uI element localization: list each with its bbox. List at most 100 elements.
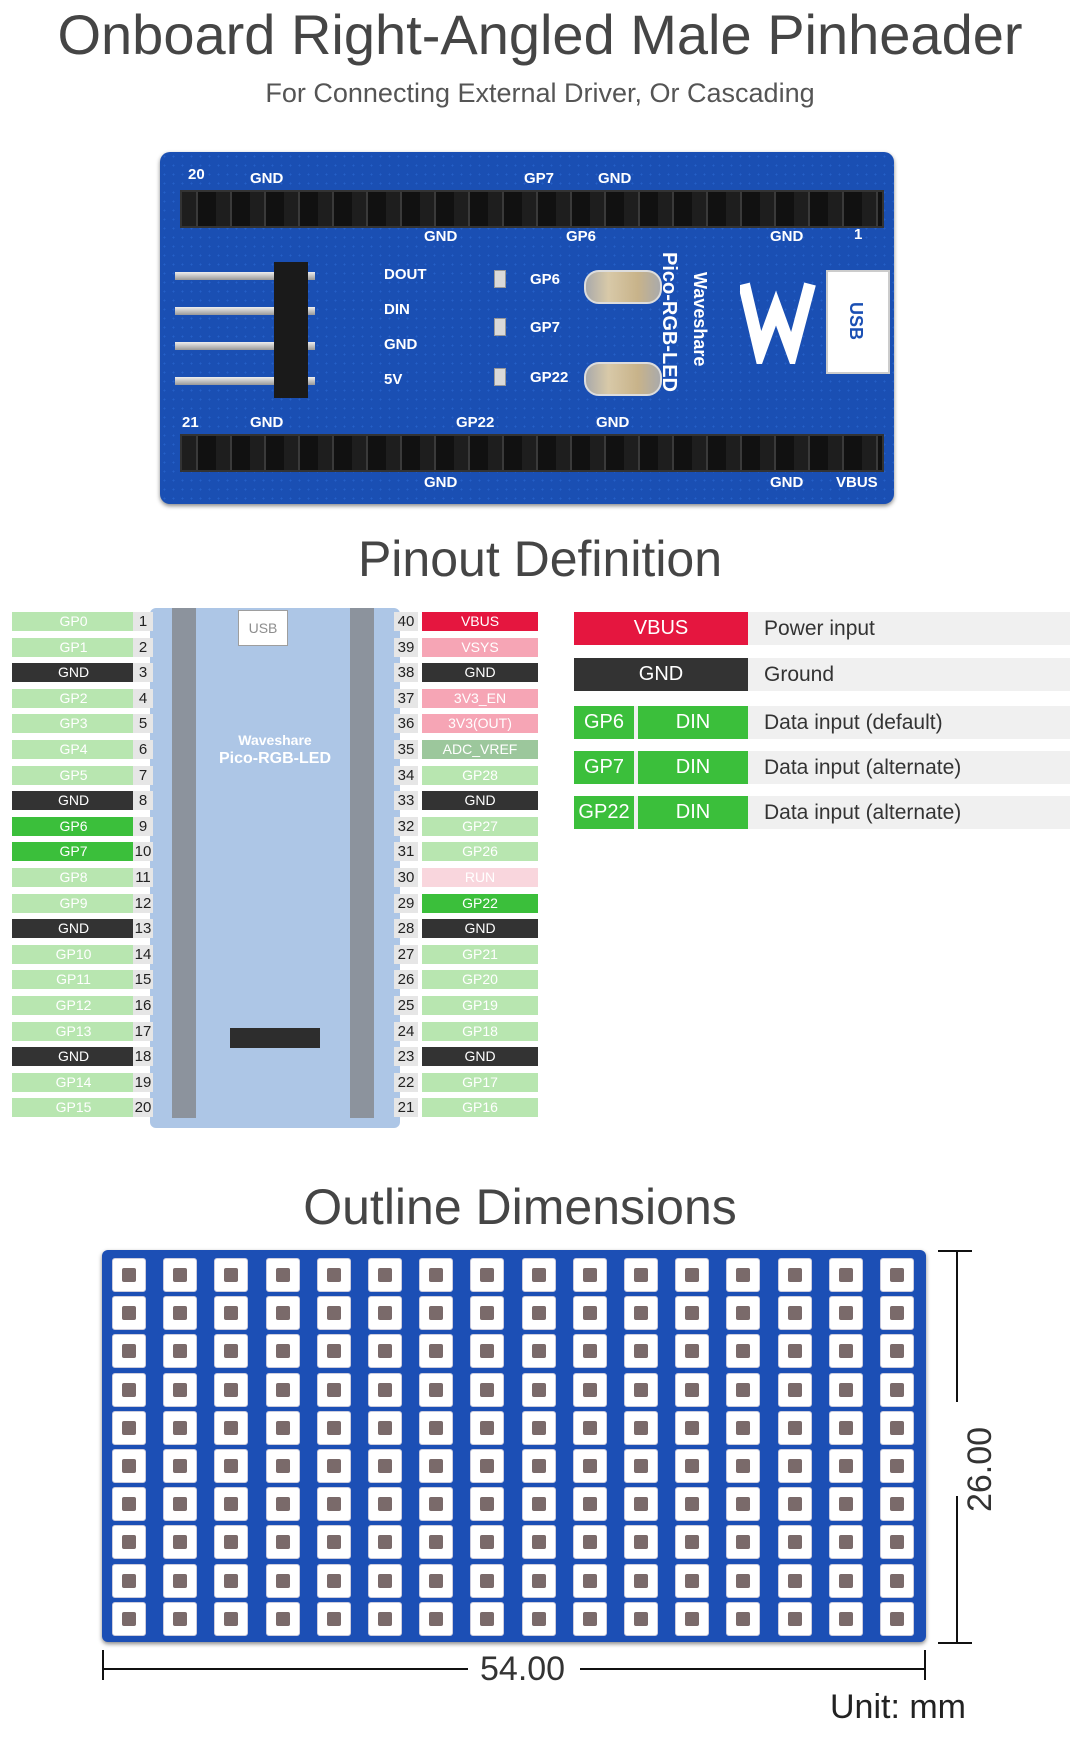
rgb-led (573, 1525, 607, 1559)
rgb-led (880, 1564, 914, 1598)
pin-number: 28 (394, 919, 418, 938)
rgb-led (778, 1602, 812, 1636)
width-dimension: 54.00 (480, 1650, 566, 1688)
rgb-led (112, 1449, 146, 1483)
rgb-led (368, 1449, 402, 1483)
rgb-led (880, 1487, 914, 1521)
rgb-led (368, 1564, 402, 1598)
rgb-led (675, 1602, 709, 1636)
tp-label-gp22: GP22 (530, 369, 569, 386)
pin-number: 10 (133, 842, 153, 861)
rgb-led (214, 1602, 248, 1636)
rgb-led (368, 1487, 402, 1521)
pin-label-left: GP10 (12, 945, 135, 964)
rgb-led (163, 1525, 197, 1559)
rgb-led (726, 1525, 760, 1559)
legend-pin: VBUS (574, 612, 748, 645)
pin-number: 2 (133, 638, 153, 657)
rgb-led (419, 1449, 453, 1483)
rgb-led (419, 1373, 453, 1407)
rgb-led (470, 1334, 504, 1368)
rgb-led (778, 1258, 812, 1292)
capacitor (584, 270, 662, 304)
solder-pad (494, 368, 506, 386)
pin-label-right: GP19 (422, 996, 538, 1015)
rgb-led (266, 1373, 300, 1407)
page-title: Onboard Right-Angled Male Pinheader (57, 3, 1023, 66)
rgb-led (419, 1525, 453, 1559)
rgb-led (317, 1258, 351, 1292)
rgb-led (214, 1373, 248, 1407)
rgb-led (624, 1487, 658, 1521)
pico-board-overlay: USB Waveshare Pico-RGB-LED (150, 608, 400, 1128)
silk-label: GND (598, 170, 632, 187)
rgb-led (880, 1373, 914, 1407)
legend-pin: GP22 (574, 796, 634, 829)
pin-number: 7 (133, 766, 153, 785)
header-label-dout: DOUT (384, 266, 427, 283)
rgb-led (726, 1449, 760, 1483)
rgb-led (726, 1296, 760, 1330)
pin-label-right: ADC_VREF (422, 740, 538, 759)
outline-title: Outline Dimensions (303, 1179, 737, 1235)
rgb-led (829, 1334, 863, 1368)
legend-function: DIN (638, 796, 748, 829)
rgb-led (829, 1564, 863, 1598)
pin-label-left: GP13 (12, 1022, 135, 1041)
pin-number: 15 (133, 970, 153, 989)
rgb-led (163, 1334, 197, 1368)
rgb-led (726, 1564, 760, 1598)
header-label-gnd: GND (384, 336, 418, 353)
rgb-led (573, 1373, 607, 1407)
dim-line-width-right (580, 1668, 926, 1670)
silk-label: GND (250, 170, 284, 187)
dim-line-width-left (102, 1668, 468, 1670)
pin-number: 6 (133, 740, 153, 759)
pinout-title: Pinout Definition (357, 531, 723, 587)
rgb-led (624, 1296, 658, 1330)
rgb-led (880, 1525, 914, 1559)
rgb-led (573, 1258, 607, 1292)
board-photo-top: 20 GND GP7 GND GND GP6 GND 1 DOUT DIN GN… (160, 152, 894, 504)
rgb-led (266, 1487, 300, 1521)
tp-label-gp7: GP7 (530, 319, 561, 336)
rgb-led (573, 1602, 607, 1636)
pin-header (230, 1028, 320, 1048)
rgb-led (675, 1258, 709, 1292)
dim-tick (102, 1650, 104, 1680)
rgb-led (163, 1449, 197, 1483)
pin-number: 38 (394, 663, 418, 682)
right-angle-pin (175, 342, 315, 350)
legend-description: Data input (alternate) (764, 801, 962, 824)
rgb-led (419, 1411, 453, 1445)
rgb-led (880, 1602, 914, 1636)
legend-function: DIN (638, 751, 748, 784)
pin-label-left: GP15 (12, 1098, 135, 1117)
rgb-led (573, 1334, 607, 1368)
rgb-led (522, 1525, 556, 1559)
pin-number: 1 (133, 612, 153, 631)
board-brand: Waveshare (238, 732, 312, 748)
header-label-5v: 5V (384, 371, 403, 388)
right-angle-pin (175, 307, 315, 315)
pin-label-right: GND (422, 1047, 538, 1066)
pin-number: 16 (133, 996, 153, 1015)
pin-label-right: GP21 (422, 945, 538, 964)
pin-number: 39 (394, 638, 418, 657)
pin-label-left: GP14 (12, 1073, 135, 1092)
pin-number: 17 (133, 1022, 153, 1041)
rgb-led (214, 1411, 248, 1445)
rgb-led (419, 1602, 453, 1636)
rgb-led (573, 1296, 607, 1330)
rgb-led (880, 1296, 914, 1330)
rgb-led (726, 1411, 760, 1445)
pin-label-right: GND (422, 663, 538, 682)
rgb-led (214, 1564, 248, 1598)
rgb-led (470, 1564, 504, 1598)
right-angle-header (274, 262, 308, 398)
rgb-led (266, 1602, 300, 1636)
rgb-led (522, 1487, 556, 1521)
legend-description: Data input (alternate) (764, 756, 962, 779)
